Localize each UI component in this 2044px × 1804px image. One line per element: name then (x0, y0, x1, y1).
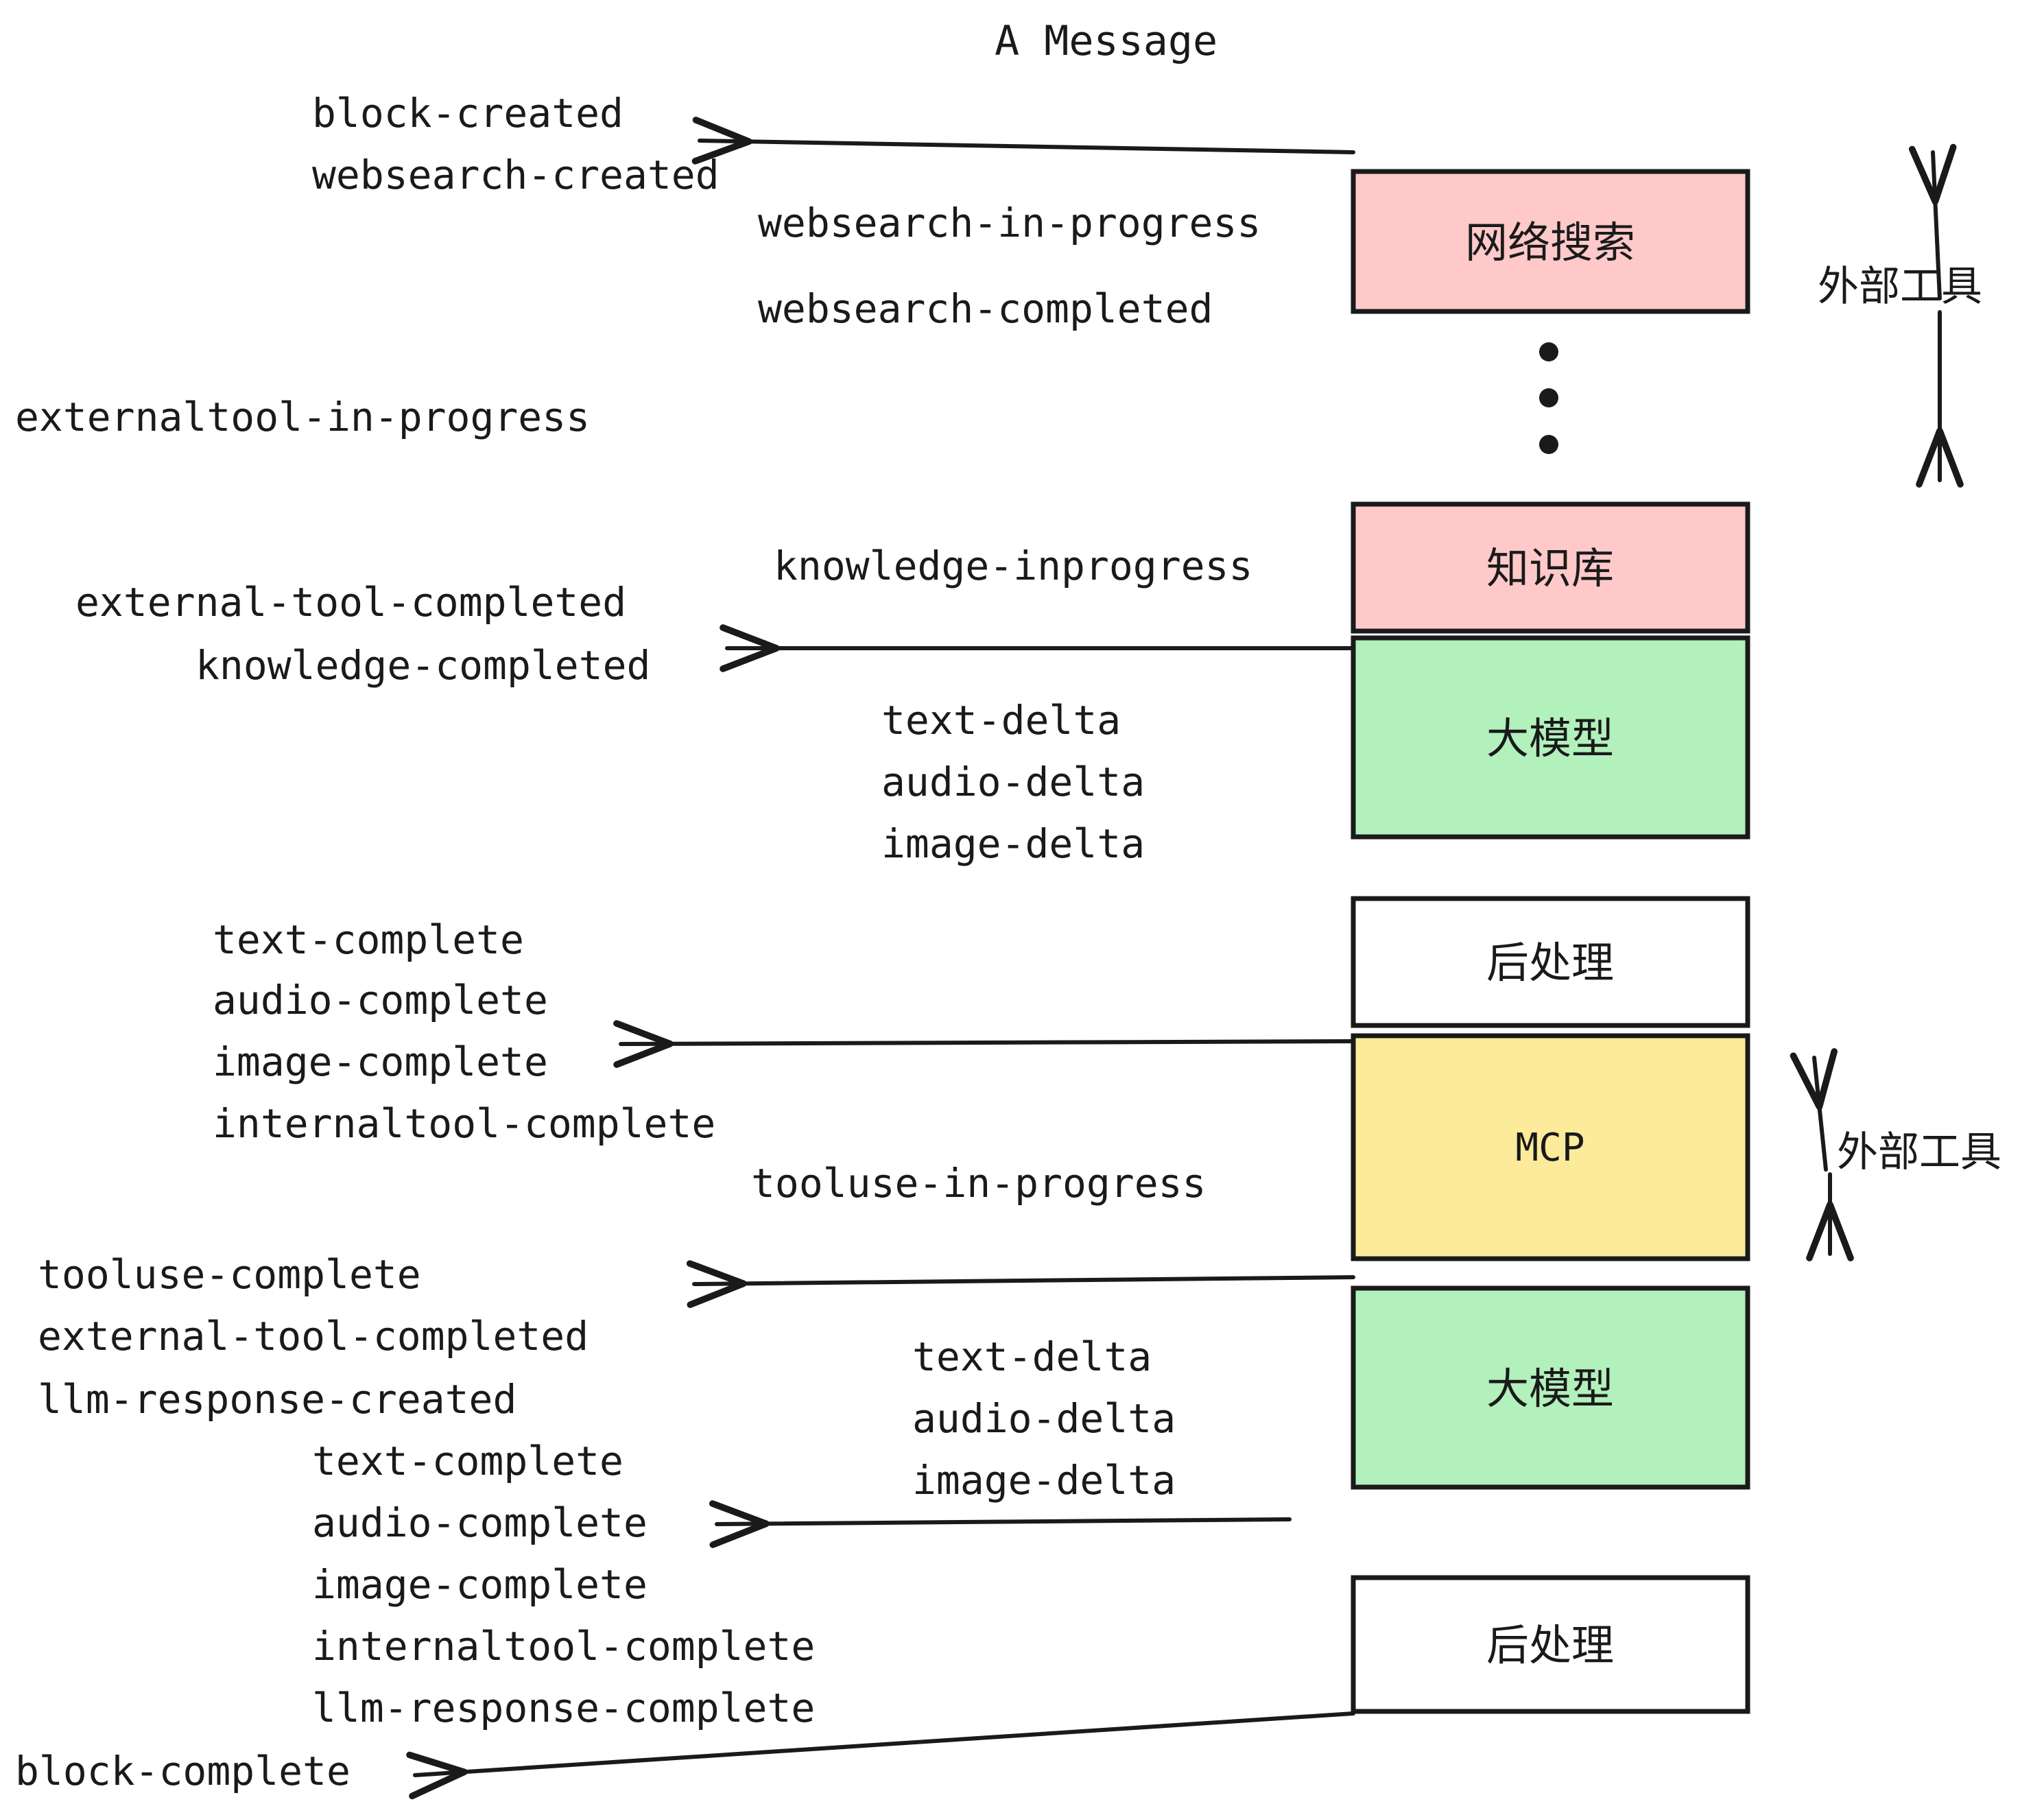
arrow-block-complete (406, 1711, 1355, 1800)
arrow-tooluse-complete (686, 1260, 1355, 1308)
event-image-delta-2: image-delta (912, 1457, 1176, 1504)
event-llm-response-created: llm-response-created (38, 1376, 516, 1423)
node-llm-2-rect (1351, 1285, 1750, 1490)
node-knowledge-rect (1351, 501, 1750, 634)
event-audio-delta-1: audio-delta (881, 759, 1145, 805)
arrow-audio-complete (709, 1500, 1292, 1548)
node-llm-1[interactable]: 大模型 (1351, 635, 1750, 840)
node-postprocess-1-label: 后处理 (1486, 938, 1614, 988)
node-websearch-rect (1351, 169, 1750, 314)
ellipsis-dot-1 (1539, 342, 1558, 361)
event-internaltool-complete-2: internaltool-complete (312, 1623, 815, 1670)
arrow-block-created (691, 117, 1355, 165)
node-knowledge[interactable]: 知识库 (1351, 501, 1750, 634)
event-knowledge-inprogress: knowledge-inprogress (774, 543, 1252, 589)
event-text-delta-2: text-delta (912, 1333, 1152, 1380)
event-tooluse-complete: tooluse-complete (38, 1251, 421, 1298)
external-tool-label-bottom: 外部工具 (1837, 1128, 2001, 1176)
external-tool-up-arrow-bottom (1790, 1048, 1838, 1172)
node-llm-2-label: 大模型 (1486, 1364, 1614, 1414)
event-external-tool-completed-1: external-tool-completed (75, 579, 626, 626)
event-text-complete-1: text-complete (213, 916, 524, 963)
external-tool-annotation-top: 外部工具 (1818, 143, 1982, 488)
ellipsis-dots (1539, 342, 1558, 454)
node-mcp-rect (1351, 1033, 1750, 1261)
node-postprocess-2[interactable]: 后处理 (1351, 1575, 1750, 1714)
event-websearch-completed: websearch-completed (758, 285, 1213, 332)
event-internaltool-complete-1: internaltool-complete (213, 1100, 715, 1147)
event-block-complete: block-complete (15, 1748, 350, 1794)
ellipsis-dot-3 (1539, 435, 1558, 454)
event-llm-response-complete: llm-response-complete (312, 1685, 815, 1731)
external-tool-annotation-bottom: 外部工具 (1790, 1048, 2001, 1261)
event-block-created: block-created (312, 90, 623, 137)
event-websearch-in-progress: websearch-in-progress (758, 200, 1261, 246)
node-llm-2[interactable]: 大模型 (1351, 1285, 1750, 1490)
external-tool-label-top: 外部工具 (1818, 263, 1982, 311)
node-postprocess-1-rect (1351, 896, 1750, 1028)
node-websearch[interactable]: 网络搜索 (1351, 169, 1750, 314)
event-websearch-created: websearch-created (312, 152, 720, 198)
ellipsis-dot-2 (1539, 388, 1558, 407)
event-image-delta-1: image-delta (881, 820, 1145, 867)
node-postprocess-2-label: 后处理 (1486, 1620, 1614, 1670)
event-audio-complete-2: audio-complete (312, 1499, 647, 1546)
external-tool-up-arrow-top (1908, 143, 1957, 300)
arrow-image-complete (613, 1020, 1355, 1068)
event-text-complete-2: text-complete (312, 1438, 623, 1484)
page-title: A Message (995, 17, 1217, 65)
event-audio-complete-1: audio-complete (213, 977, 548, 1023)
node-postprocess-1[interactable]: 后处理 (1351, 896, 1750, 1028)
node-llm-1-label: 大模型 (1486, 713, 1614, 763)
event-externaltool-in-progress: externaltool-in-progress (15, 394, 590, 440)
event-text-delta-1: text-delta (881, 697, 1121, 744)
event-external-tool-completed-2: external-tool-completed (38, 1313, 589, 1360)
event-image-complete-2: image-complete (312, 1561, 647, 1608)
node-mcp[interactable]: MCP (1351, 1033, 1750, 1261)
node-mcp-label: MCP (1515, 1126, 1584, 1170)
event-tooluse-in-progress: tooluse-in-progress (751, 1160, 1206, 1207)
event-image-complete-1: image-complete (213, 1039, 548, 1085)
node-llm-1-rect (1351, 635, 1750, 840)
node-websearch-label: 网络搜索 (1465, 217, 1635, 268)
node-knowledge-label: 知识库 (1486, 543, 1614, 593)
event-knowledge-completed: knowledge-completed (195, 642, 650, 689)
node-postprocess-2-rect (1351, 1575, 1750, 1714)
event-audio-delta-2: audio-delta (912, 1395, 1176, 1442)
